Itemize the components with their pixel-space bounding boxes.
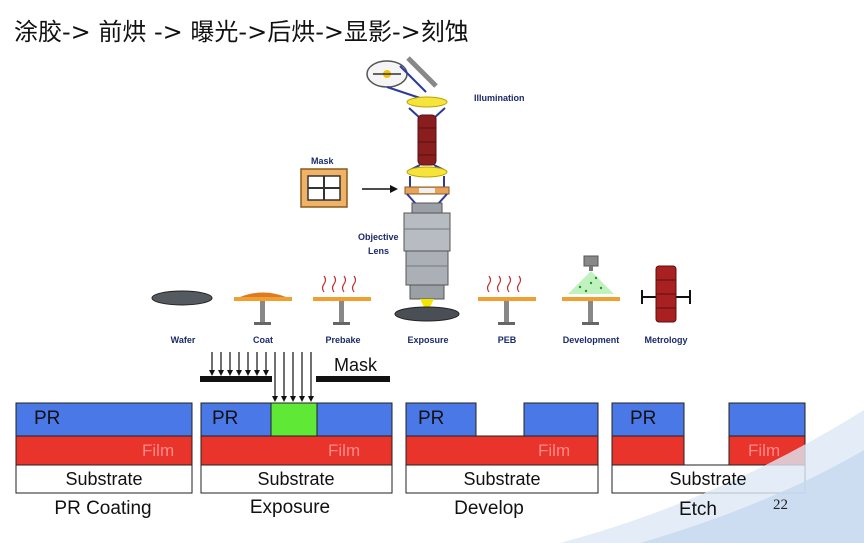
stage-label-coat: Coat: [253, 335, 273, 345]
lamp-icon: [366, 56, 438, 99]
cross-section-mask-label: Mask: [334, 355, 378, 375]
illumination-column-icon: [417, 114, 437, 166]
pr-label: PR: [34, 408, 61, 429]
substrate-label: Substrate: [669, 469, 747, 489]
exposure-chuck-icon: [394, 306, 460, 322]
mask-bar-left: [200, 376, 272, 382]
beam-line: [433, 107, 446, 119]
wafer-icon: [151, 290, 213, 306]
film-label: Film: [328, 441, 361, 460]
page-title: 涂胶-> 前烘 -> 曝光->后烘->显影->刻蚀: [14, 18, 469, 46]
illumination-label: Illumination: [474, 93, 525, 103]
pr-label: PR: [418, 408, 445, 429]
stage-label-peb: PEB: [497, 335, 517, 345]
caption-pr-coating: PR Coating: [54, 498, 152, 519]
substrate-label: Substrate: [65, 469, 143, 489]
film-label: Film: [142, 441, 175, 460]
film-label: Film: [748, 441, 781, 460]
coat-station-icon: [234, 292, 292, 325]
pr-label: PR: [212, 408, 239, 429]
stage-label-prebake: Prebake: [325, 335, 361, 345]
beam-line: [408, 107, 421, 119]
stage-label-wafer: Wafer: [170, 335, 196, 345]
stage-label-development: Development: [562, 335, 620, 345]
stage-label-metrology: Metrology: [644, 335, 688, 345]
objective-label: Objective: [358, 232, 399, 242]
mask-label: Mask: [311, 156, 334, 166]
substrate-label: Substrate: [257, 469, 335, 489]
mask-bar-right: [316, 376, 390, 382]
caption-etch: Etch: [678, 499, 718, 520]
page-number: 22: [773, 497, 788, 513]
development-station-icon: [562, 255, 620, 325]
stage-label-exposure: Exposure: [407, 335, 449, 345]
panel-exposure: [200, 402, 393, 494]
prebake-station-icon: [313, 275, 371, 325]
peb-station-icon: [478, 275, 536, 325]
relay-lens-icon: [406, 166, 448, 178]
metrology-station-icon: [641, 265, 691, 323]
objective-lens-icon: [403, 202, 451, 307]
caption-develop: Develop: [454, 498, 524, 519]
panel-pr-coating: [15, 402, 193, 494]
pr-label: PR: [630, 408, 657, 429]
caption-exposure: Exposure: [249, 497, 331, 518]
exposure-light-arrows: [211, 352, 312, 398]
panel-develop: [405, 402, 599, 494]
condenser-lens-icon: [406, 96, 448, 108]
mask-icon: [300, 168, 348, 208]
film-label: Film: [538, 441, 571, 460]
substrate-label: Substrate: [463, 469, 541, 489]
lens-label: Lens: [368, 246, 390, 256]
